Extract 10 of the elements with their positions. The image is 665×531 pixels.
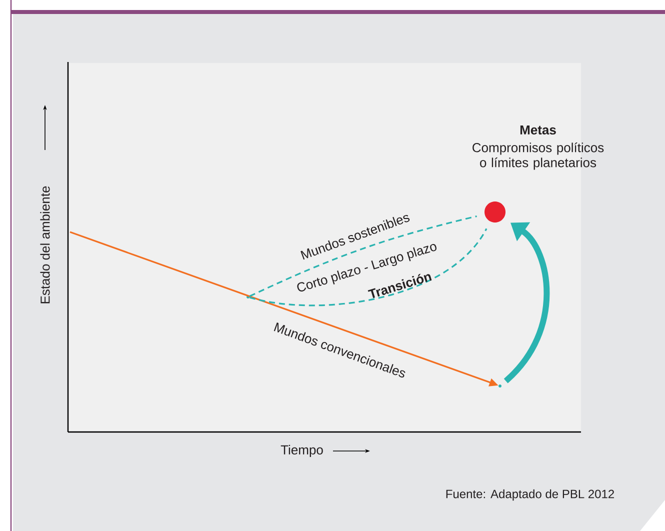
axis-title: Estado del ambiente bbox=[40, 186, 50, 304]
connector-line bbox=[249, 215, 477, 297]
path-point bbox=[246, 296, 250, 298]
connector-line bbox=[249, 228, 488, 306]
heading: Metas bbox=[520, 125, 556, 135]
goal-description: Compromisos políticos o límites planetarios bbox=[472, 142, 604, 170]
arrow bbox=[504, 222, 550, 384]
axis-title: Tiempo bbox=[280, 444, 323, 458]
source-note: Fuente: Adaptado de PBL 2012 bbox=[446, 489, 614, 501]
path-point bbox=[498, 384, 502, 388]
